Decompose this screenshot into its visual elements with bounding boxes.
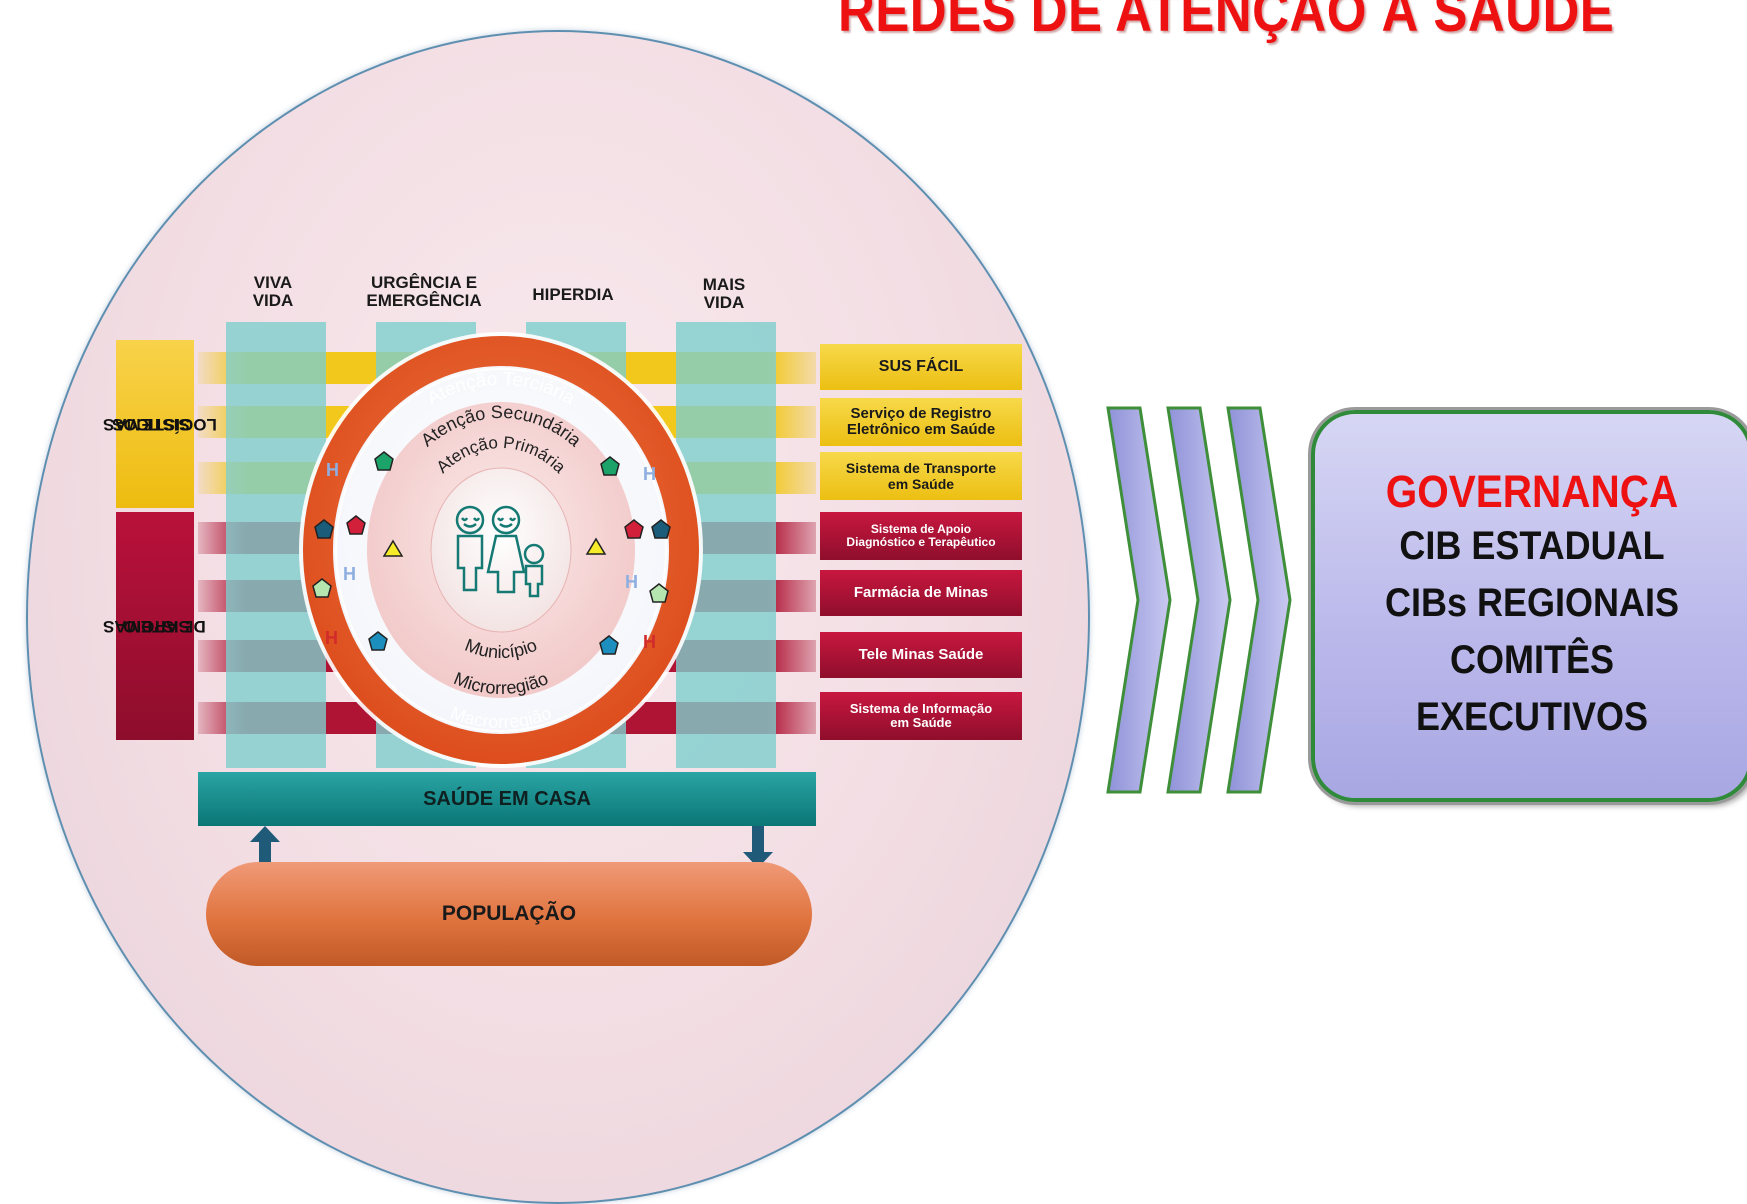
governance-item: COMITÊS	[1449, 638, 1614, 682]
column-label-line: HIPERDIA	[532, 285, 614, 304]
system-box-line: em Saúde	[890, 715, 952, 730]
system-box-line: Eletrônico em Saúde	[846, 421, 996, 438]
governance-item: CIBs REGIONAIS	[1384, 581, 1680, 625]
arrow-stem	[752, 826, 764, 856]
column-label-line: VIVA	[253, 273, 293, 292]
column-label-line: MAIS	[702, 275, 746, 294]
page-title: REDES DE ATENÇÃO À SAÚDE	[838, 0, 1615, 44]
side-label-line: LOGÍSTICOS	[111, 415, 217, 434]
system-box-line: Diagnóstico e Terapêutico	[846, 535, 996, 549]
system-box-line: Sistema de Apoio	[870, 522, 972, 536]
governance-item: EXECUTIVOS	[1415, 695, 1649, 739]
hospital-letter: H	[625, 572, 638, 592]
hospital-icon: H H H H H H	[325, 460, 656, 652]
system-box-line: Farmácia de Minas	[853, 584, 989, 601]
system-box-tele-minas: Tele Minas Saúde	[820, 632, 1022, 678]
home-care-bar: SAÚDE EM CASA	[198, 772, 816, 826]
system-box-sus-facil: SUS FÁCIL	[820, 344, 1022, 390]
population-ellipse: POPULAÇÃO	[206, 862, 812, 966]
up-arrow-icon	[250, 826, 280, 842]
column-label-line: EMERGÊNCIA	[366, 291, 482, 310]
column-label-line: VIDA	[252, 291, 294, 310]
system-box-line: Sistema de Informação	[849, 701, 993, 716]
system-box-line: em Saúde	[887, 476, 955, 492]
hospital-letter: H	[343, 564, 356, 584]
hospital-letter: H	[643, 464, 656, 484]
hospital-letter: H	[325, 628, 338, 648]
system-box-line: Serviço de Registro	[850, 405, 992, 422]
care-levels-rings: Atenção Terciária Atenção Secundária Ate…	[299, 332, 703, 768]
column-label-viva-vida: VIVA VIDA	[238, 274, 308, 310]
governance-item: CIB ESTADUAL	[1399, 524, 1665, 568]
column-label-line: VIDA	[703, 293, 745, 312]
side-label-line: DE APOIO	[122, 617, 206, 636]
governance-heading: GOVERNANÇA	[1385, 466, 1679, 517]
family-icon	[455, 505, 545, 598]
column-label-mais-vida: MAIS VIDA	[686, 276, 762, 312]
hospital-letter: H	[326, 460, 339, 480]
system-box-farmacia: Farmácia de Minas	[820, 570, 1022, 616]
column-label-hiperdia: HIPERDIA	[520, 286, 626, 304]
system-box-line: SUS FÁCIL	[878, 358, 964, 375]
chevron-arrow-icon	[1106, 406, 1292, 794]
pentagon-icon	[312, 451, 671, 655]
column-label-line: URGÊNCIA E	[370, 273, 478, 292]
system-box-line: Tele Minas Saúde	[858, 646, 984, 663]
hospital-letter: H	[643, 632, 656, 652]
triangle-icon	[382, 537, 607, 557]
arrow-stem	[259, 840, 271, 864]
system-box-line: Sistema de Transporte	[845, 460, 997, 476]
column-label-urgencia: URGÊNCIA E EMERGÊNCIA	[352, 274, 496, 310]
governance-panel: GOVERNANÇA CIB ESTADUAL CIBs REGIONAIS C…	[1311, 410, 1747, 802]
